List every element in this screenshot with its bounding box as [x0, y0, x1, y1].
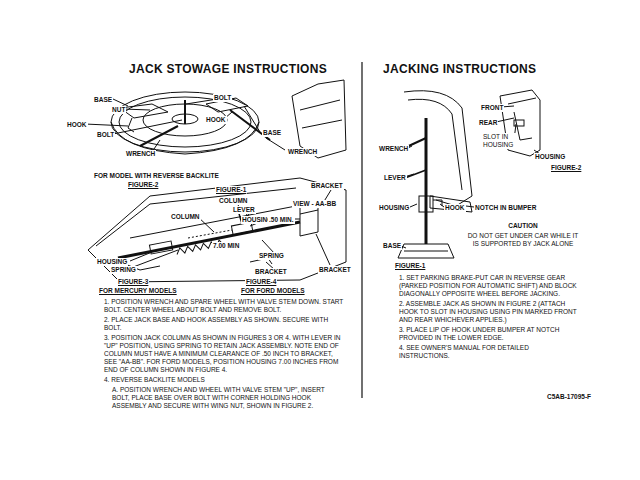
figure-caption: FIGURE-2 [550, 164, 582, 172]
part-label: HOUSING [378, 204, 410, 212]
part-label: 7.00 MIN [212, 242, 240, 250]
instruction-text: 4. REVERSE BACKLITE MODELS [103, 376, 345, 384]
caution-heading: CAUTION [466, 222, 580, 230]
part-label: BRACKET [254, 268, 288, 276]
figure-caption: FOR FORD MODELS [240, 287, 306, 295]
figure-caption: FIGURE-3 [117, 278, 149, 286]
figure-caption: FOR MERCURY MODELS [98, 287, 178, 295]
part-label: HOOK [205, 116, 227, 124]
part-label: NOTCH IN BUMPER [474, 204, 537, 212]
figure-caption: FIGURE-1 [394, 262, 426, 270]
part-label: HOUSING [96, 258, 128, 266]
part-label: HOUSING [534, 153, 566, 161]
instruction-text: 1. SET PARKING BRAKE-PUT CAR IN REVERSE … [398, 274, 580, 298]
part-label: C5AB-17095-F [546, 393, 592, 401]
part-label: WRENCH [378, 145, 409, 153]
figure-caption: FIGURE-2 [127, 181, 159, 189]
instruction-text: 1. POSITION WRENCH AND SPARE WHEEL WITH … [103, 298, 345, 314]
instruction-text: A. POSITION WRENCH AND WHEEL WITH VALVE … [111, 386, 345, 410]
part-label: COLUMN [170, 213, 201, 221]
part-label: BRACKET [310, 182, 344, 190]
part-label: BOLT [96, 131, 115, 139]
caution-text: DO NOT GET UNDER CAR WHILE IT IS SUPPORT… [466, 232, 580, 248]
figure-caption: FIGURE-1 [215, 186, 247, 194]
part-label: REAR [478, 119, 498, 127]
part-label: BASE [262, 129, 282, 137]
instruction-text: 3. POSITION JACK COLUMN AS SHOWN IN FIGU… [103, 334, 345, 374]
part-label: HOOK [66, 121, 88, 129]
part-label: LEVER [232, 206, 256, 214]
part-label: SLOT IN HOUSING [482, 133, 516, 149]
part-label: FOR MODEL WITH REVERSE BACKLITE [93, 172, 220, 180]
part-label: BASE [382, 242, 402, 250]
part-label: SPRING [258, 252, 285, 260]
part-label: FRONT [480, 104, 504, 112]
panel-title: JACK STOWAGE INSTRUCTIONS [128, 62, 328, 76]
instruction-text: 2. PLACE JACK BASE AND HOOK ASSEMBLY AS … [103, 316, 345, 332]
part-label: .50 MIN. [268, 216, 295, 224]
instruction-text: 2. ASSEMBLE JACK AS SHOWN IN FIGURE 2 (A… [398, 300, 580, 324]
part-label: BASE [93, 96, 113, 104]
part-label: WRENCH [125, 150, 156, 158]
part-label: NUT [111, 106, 126, 114]
panel-title: JACKING INSTRUCTIONS [382, 62, 537, 76]
figure-caption: FIGURE-4 [245, 278, 277, 286]
part-label: LEVER [383, 174, 407, 182]
part-label: SPRING [110, 266, 137, 274]
instruction-text: 4. SEE OWNER'S MANUAL FOR DETAILED INSTR… [398, 344, 580, 360]
part-label: COLUMN [218, 197, 249, 205]
part-label: BRACKET [318, 266, 352, 274]
part-label: VIEW - AA-BB [292, 200, 337, 208]
part-label: BOLT [213, 94, 232, 102]
part-label: WRENCH [287, 148, 318, 156]
part-label: HOOK [444, 204, 466, 212]
instruction-text: 3. PLACE LIP OF HOOK UNDER BUMPER AT NOT… [398, 326, 580, 342]
